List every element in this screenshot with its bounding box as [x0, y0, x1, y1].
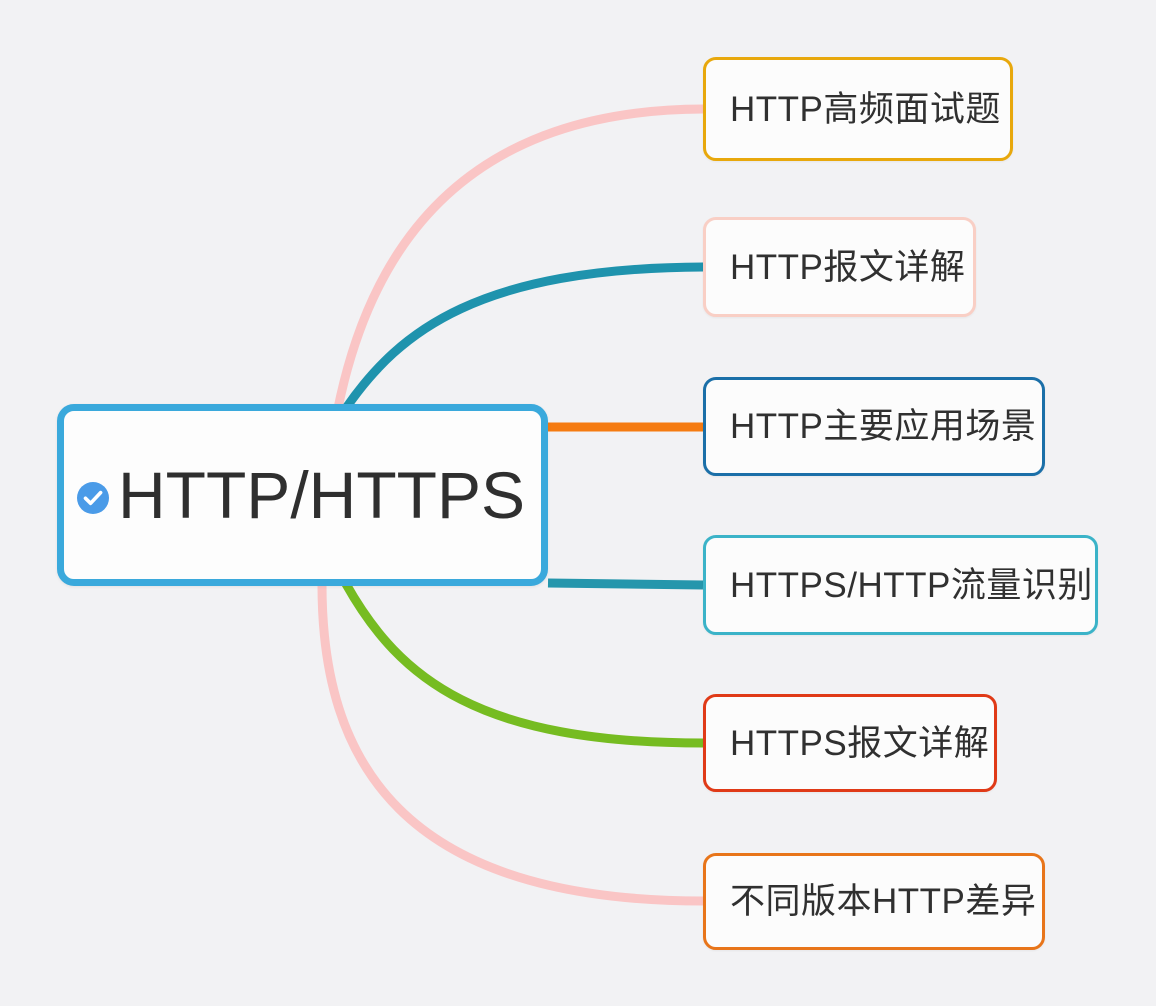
connector-branch-4	[341, 579, 708, 748]
branch-node-label: HTTP高频面试题	[730, 89, 1001, 129]
branch-node-label: HTTPS报文详解	[730, 723, 990, 763]
branch-node-label: HTTP报文详解	[730, 247, 966, 287]
connector-branch-5	[317, 580, 708, 906]
branch-node-http-message[interactable]: HTTP报文详解	[703, 217, 976, 317]
branch-node-http-versions[interactable]: 不同版本HTTP差异	[703, 853, 1045, 950]
check-circle-icon	[77, 482, 109, 514]
branch-node-label: HTTP主要应用场景	[730, 407, 1037, 446]
connector-branch-3	[547, 578, 704, 590]
central-node-label: HTTP/HTTPS	[118, 458, 525, 532]
branch-node-https-message[interactable]: HTTPS报文详解	[703, 694, 997, 792]
central-node-content: HTTP/HTTPS	[76, 462, 525, 528]
branch-node-http-scenarios[interactable]: HTTP主要应用场景	[703, 377, 1045, 476]
central-node[interactable]: HTTP/HTTPS	[57, 404, 548, 586]
branch-node-traffic-identification[interactable]: HTTPS/HTTP流量识别	[703, 535, 1098, 635]
branch-node-label: HTTPS/HTTP流量识别	[730, 565, 1093, 605]
branch-node-http-interview[interactable]: HTTP高频面试题	[703, 57, 1013, 161]
branch-node-label: 不同版本HTTP差异	[730, 882, 1037, 921]
connector-branch-1	[341, 262, 708, 413]
